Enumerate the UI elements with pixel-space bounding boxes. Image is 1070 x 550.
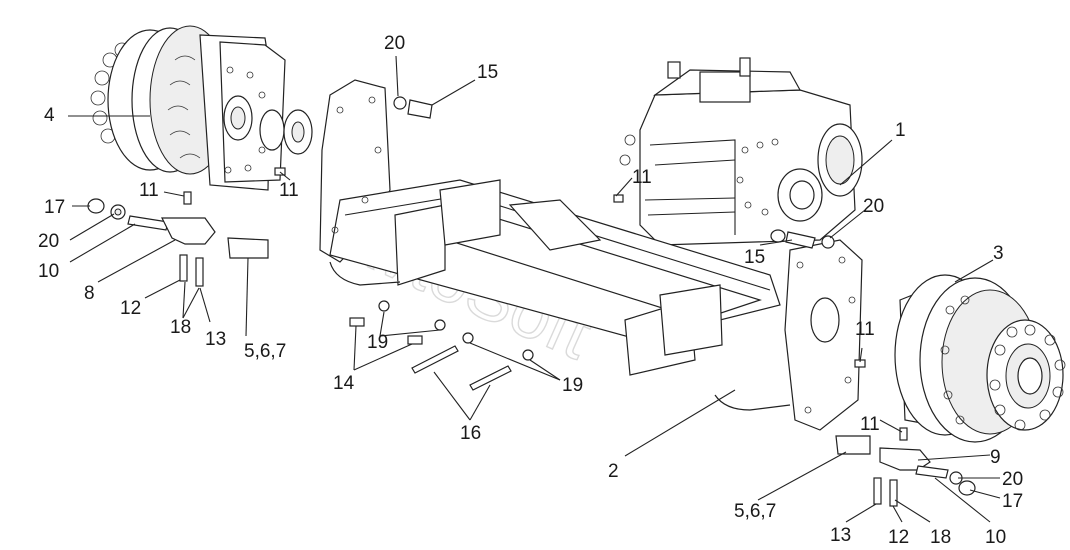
middle-small-parts (349, 96, 866, 391)
callout-9: 9 (990, 447, 1001, 468)
leader-lines (68, 55, 1001, 523)
callout-19-a: 19 (367, 332, 389, 353)
callout-20-mid: 20 (863, 196, 885, 217)
left-wheel-hub-part (90, 25, 313, 191)
callout-5-6-7-right: 5,6,7 (734, 501, 777, 522)
callout-20-left: 20 (38, 231, 60, 252)
axle-frame-part (319, 79, 863, 431)
callout-11-b: 11 (279, 180, 299, 201)
callout-2: 2 (608, 461, 619, 482)
callout-13-right: 13 (830, 525, 852, 546)
right-wheel-hub-part (894, 274, 1066, 443)
callout-8: 8 (84, 283, 95, 304)
callout-5-6-7-left: 5,6,7 (244, 341, 287, 362)
left-small-parts (87, 167, 286, 287)
callout-12-left: 12 (120, 298, 142, 319)
callout-18-right: 18 (930, 527, 952, 548)
callout-11-a: 11 (139, 180, 159, 201)
callout-17-left: 17 (44, 197, 66, 218)
callout-20-top: 20 (384, 33, 406, 54)
callout-20-right: 20 (1002, 469, 1024, 490)
callout-17-right: 17 (1002, 491, 1024, 512)
callout-10-left: 10 (38, 261, 60, 282)
callout-19-b: 19 (562, 375, 584, 396)
callout-4: 4 (44, 105, 55, 126)
callout-16: 16 (460, 423, 482, 444)
right-small-parts (835, 427, 976, 507)
callout-12-right: 12 (888, 527, 910, 548)
callout-11-right: 11 (855, 319, 875, 340)
callout-15-mid: 15 (744, 247, 766, 268)
callout-18-left: 18 (170, 317, 192, 338)
callout-13-left: 13 (205, 329, 227, 350)
gearbox-part (619, 57, 863, 246)
callout-1: 1 (895, 120, 906, 141)
callout-15-top: 15 (477, 62, 499, 83)
callout-11-right-2: 11 (860, 414, 880, 435)
callout-3: 3 (993, 243, 1004, 264)
callout-10-right: 10 (985, 527, 1007, 548)
callout-11-c: 11 (632, 167, 652, 188)
callout-14: 14 (333, 373, 355, 394)
